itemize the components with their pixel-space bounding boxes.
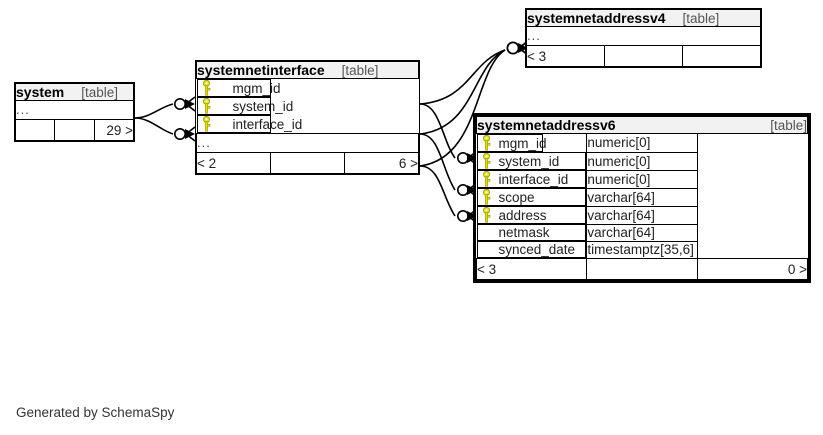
table-header-row: systemnetinterface [table]	[196, 61, 419, 79]
table-kind-label: [table]	[341, 63, 379, 78]
key-icon	[478, 207, 495, 223]
footer-outgoing-count: 6 >	[344, 152, 419, 174]
table-title: systemnetaddressv4	[527, 10, 666, 26]
connector-endpoint-sni-mgmid	[174, 96, 196, 112]
hidden-columns-ellipsis: ...	[196, 133, 419, 153]
key-icon	[478, 189, 495, 205]
column-name: address	[498, 207, 547, 223]
column-name: interface_id	[232, 116, 303, 132]
table-title: systemnetaddressv6	[477, 117, 616, 133]
table-row[interactable]: mgm_id numeric[0]	[476, 133, 808, 153]
table-header-row: systemnetaddressv6 [table]	[476, 116, 808, 134]
connector-endpoint-sni-systemid	[174, 126, 196, 142]
column-type: varchar[64]	[586, 223, 698, 242]
footer-middle	[270, 152, 345, 174]
column-type: varchar[64]	[586, 205, 698, 225]
table-footer-row: 29 >	[14, 119, 135, 141]
edge-sni-mgmid-to-v6	[419, 103, 456, 159]
table-kind-label: [table]	[81, 85, 119, 100]
table-header-row: systemnetaddressv4 [table]	[526, 9, 761, 27]
column-name: mgm_id	[498, 135, 547, 151]
table-header-row: system [table]	[15, 83, 134, 101]
edge-system-to-mgmid	[134, 103, 174, 119]
table-row[interactable]: system_id numeric[0]	[476, 151, 808, 171]
footer-incoming-count: < 2	[196, 152, 271, 174]
key-icon	[478, 135, 495, 151]
table-kind-label: [table]	[770, 118, 807, 133]
hidden-columns-ellipsis: ...	[526, 26, 761, 46]
footer-incoming-count	[14, 119, 56, 141]
column-name: netmask	[498, 225, 550, 240]
table-row[interactable]: scope varchar[64]	[476, 187, 808, 207]
table-ellipsis-row: ...	[526, 26, 761, 46]
table-row[interactable]: synced_date timestamptz[35,6]	[476, 240, 808, 259]
table-kind-label: [table]	[682, 11, 720, 26]
table-systemnetaddressv4[interactable]: systemnetaddressv4 [table] ... < 3	[525, 8, 762, 68]
column-name: system_id	[232, 98, 294, 114]
table-ellipsis-row: ...	[15, 100, 134, 120]
table-footer-row: < 2 6 >	[196, 152, 419, 174]
column-name: scope	[498, 189, 535, 205]
footer-middle	[604, 45, 683, 67]
table-footer-row: < 3 0 >	[475, 258, 809, 280]
footer-incoming-count: < 3	[475, 258, 588, 280]
table-title: systemnetinterface	[197, 62, 325, 78]
generated-by-note: Generated by SchemaSpy	[16, 405, 175, 420]
footer-outgoing-count: 29 >	[93, 119, 135, 141]
key-icon	[478, 153, 495, 169]
footer-middle	[54, 119, 95, 141]
table-row[interactable]: mgm_id	[196, 79, 419, 97]
column-type: numeric[0]	[586, 133, 698, 153]
table-title: system	[16, 84, 65, 100]
footer-middle	[586, 258, 698, 280]
edge-sni-mgmid-to-v4	[419, 49, 506, 105]
table-ellipsis-row: ...	[196, 133, 419, 153]
column-type: varchar[64]	[586, 187, 698, 207]
column-name: system_id	[498, 153, 560, 169]
column-type: numeric[0]	[586, 169, 698, 189]
key-icon	[198, 116, 215, 132]
column-name: synced_date	[498, 242, 576, 257]
table-system[interactable]: system [table] ... 29 >	[14, 82, 135, 142]
column-type: timestamptz[35,6]	[586, 240, 698, 259]
hidden-columns-ellipsis: ...	[15, 100, 134, 120]
footer-outgoing-count: 0 >	[696, 258, 809, 280]
table-footer-row: < 3	[526, 45, 761, 67]
column-type: numeric[0]	[586, 151, 698, 171]
key-icon	[198, 98, 215, 114]
table-row[interactable]: address varchar[64]	[476, 205, 808, 225]
key-icon	[198, 80, 215, 96]
column-name: interface_id	[498, 171, 569, 187]
table-row[interactable]: system_id	[196, 97, 419, 115]
key-icon	[478, 171, 495, 187]
footer-incoming-count: < 3	[526, 45, 605, 67]
edge-sni-systemid-to-v6	[419, 133, 456, 191]
table-row[interactable]: netmask varchar[64]	[476, 223, 808, 242]
edge-sni-interfaceid-to-v6	[419, 165, 456, 217]
footer-outgoing-count	[682, 45, 761, 67]
table-row[interactable]: interface_id numeric[0]	[476, 169, 808, 189]
table-systemnetinterface[interactable]: systemnetinterface [table]	[195, 60, 420, 175]
column-name: mgm_id	[232, 80, 281, 96]
edge-system-to-systemid	[134, 117, 174, 135]
table-systemnetaddressv6[interactable]: systemnetaddressv6 [table]	[473, 113, 811, 283]
table-row[interactable]: interface_id	[196, 115, 419, 134]
